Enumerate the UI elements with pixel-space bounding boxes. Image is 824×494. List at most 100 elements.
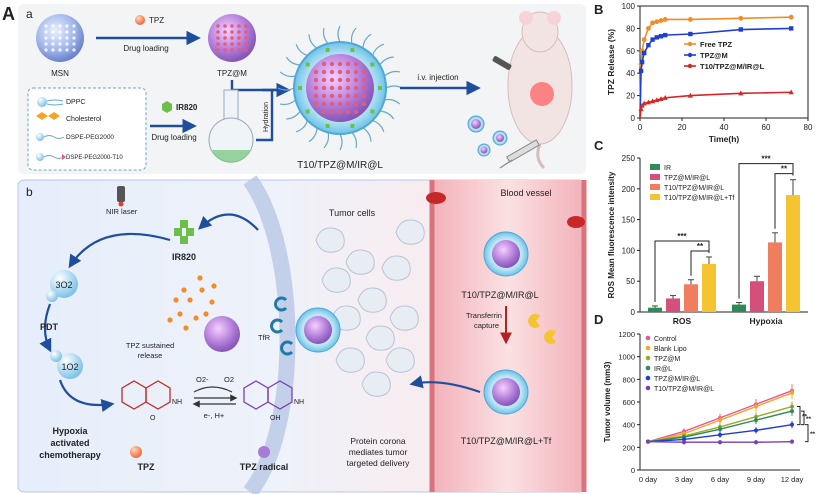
data-point	[642, 50, 647, 56]
significance-bracket	[690, 250, 709, 276]
data-point	[738, 27, 743, 32]
data-point	[646, 43, 651, 48]
significance-bracket	[797, 406, 801, 426]
msn-release-particle	[204, 316, 240, 352]
transferrin-line-2: capture	[474, 321, 499, 330]
msn-label: MSN	[51, 69, 69, 78]
data-point	[638, 68, 644, 74]
tpz-release-dots	[167, 275, 217, 331]
significance-label: **	[802, 414, 808, 421]
panel-A-letter: A	[2, 4, 15, 24]
iv-injection-label: i.v. injection	[417, 73, 458, 82]
y-tick-label: 800	[622, 375, 635, 384]
data-point	[638, 106, 644, 112]
tpz-m-particle	[208, 14, 256, 62]
svg-text:O: O	[150, 415, 156, 422]
data-point	[654, 19, 660, 25]
sustained-line-1: TPZ sustained	[126, 341, 174, 350]
data-point	[641, 100, 647, 106]
protein-corona-line-3: targeted delivery	[347, 458, 411, 468]
lipid-dspe-peg-t10: DSPE-PEG2000-T10	[66, 155, 123, 161]
significance-label: ***	[677, 232, 687, 241]
legend-marker	[687, 63, 693, 69]
legend-label: IR@L	[654, 366, 672, 373]
data-point	[639, 59, 645, 65]
legend-marker	[645, 335, 651, 341]
y-tick-label: 80	[626, 24, 635, 33]
transferrin-line-1: Transferrin	[466, 311, 502, 320]
significance-label: ***	[761, 155, 771, 164]
tumor-cells-label: Tumor cells	[329, 208, 376, 218]
legend-swatch	[650, 164, 660, 170]
cholesterol-icon	[36, 112, 60, 120]
tpz-radical-molecule	[243, 380, 293, 410]
data-point	[788, 89, 794, 95]
significance-label: **	[697, 242, 704, 251]
svg-text:NH: NH	[294, 399, 304, 406]
significance-bracket	[801, 410, 805, 426]
nir-laser-pointer-icon	[492, 56, 512, 70]
cell-membrane	[243, 175, 296, 494]
y-tick-label: 50	[626, 277, 635, 286]
singlet-oxygen-label: 1O2	[61, 362, 78, 372]
hydration-label: Hydration	[263, 102, 270, 132]
legend-label: Control	[654, 336, 677, 343]
category-label: ROS	[673, 316, 692, 326]
tpz-molecule	[121, 380, 171, 410]
syringe-icon	[499, 139, 540, 169]
legend-label: TPZ@M	[654, 356, 680, 363]
significance-label: **	[781, 165, 788, 174]
legend-marker	[645, 385, 651, 391]
data-point	[663, 32, 668, 38]
electron-proton-label: e-, H+	[204, 411, 225, 420]
tfr-receptor-icons	[270, 296, 294, 356]
transferrin-icons	[528, 314, 556, 344]
protein-corona-line-1: Protein corona	[350, 436, 406, 446]
data-point	[646, 26, 651, 31]
singlet-oxygen-bubble	[50, 350, 83, 379]
triplet-oxygen-label: 3O2	[55, 280, 72, 290]
y-axis-label: Tumor volume (mm3)	[603, 361, 612, 442]
data-point	[662, 95, 668, 100]
legend-label: TPZ@M	[700, 51, 728, 60]
data-point	[687, 92, 693, 98]
vessel-nanoparticle-1	[483, 231, 529, 277]
legend-label: T10/TPZ@M/IR@L	[654, 386, 714, 393]
vessel-np-label-2: T10/TPZ@M/IR@L+Tf	[461, 436, 552, 446]
y-tick-label: 1000	[618, 353, 635, 362]
y-tick-label: 100	[622, 2, 636, 11]
y-tick-label: 250	[622, 154, 636, 163]
blood-vessel-label: Blood vessel	[500, 188, 551, 198]
data-point	[789, 26, 794, 31]
flask-icon	[208, 89, 254, 163]
hypoxia-line-2: activated	[50, 438, 89, 448]
data-point	[641, 37, 647, 42]
significance-bracket	[654, 240, 710, 302]
y-tick-label: 100	[622, 246, 636, 255]
tpz-m-label: TPZ@M	[217, 69, 247, 78]
legend-marker	[645, 345, 651, 351]
y-tick-label: 1200	[618, 330, 635, 339]
x-tick-label: 20	[678, 123, 687, 132]
significance-label: **	[810, 431, 816, 438]
legend-label: T10/TPZ@M/IR@L+Tf	[664, 195, 734, 202]
bar	[732, 304, 746, 312]
sustained-line-2: release	[138, 351, 163, 360]
legend-swatch	[650, 194, 660, 200]
lipid-dspe-peg: DSPE-PEG2000	[66, 134, 114, 141]
data-point	[654, 35, 659, 40]
dspe-peg-t10-icon	[36, 153, 66, 161]
y-tick-label: 400	[622, 421, 635, 430]
y-tick-label: 60	[626, 47, 635, 56]
data-point	[645, 99, 651, 105]
data-point	[662, 17, 668, 22]
liposome-nanoparticle	[277, 25, 403, 151]
vessel-nanoparticle-2	[483, 369, 529, 415]
bar	[666, 298, 680, 312]
significance-bracket	[805, 424, 809, 443]
drug-loading-label: Drug loading	[123, 44, 168, 53]
tpz-radical-icon	[258, 446, 270, 458]
panel-b-letter: b	[26, 185, 33, 199]
data-point	[650, 20, 655, 26]
